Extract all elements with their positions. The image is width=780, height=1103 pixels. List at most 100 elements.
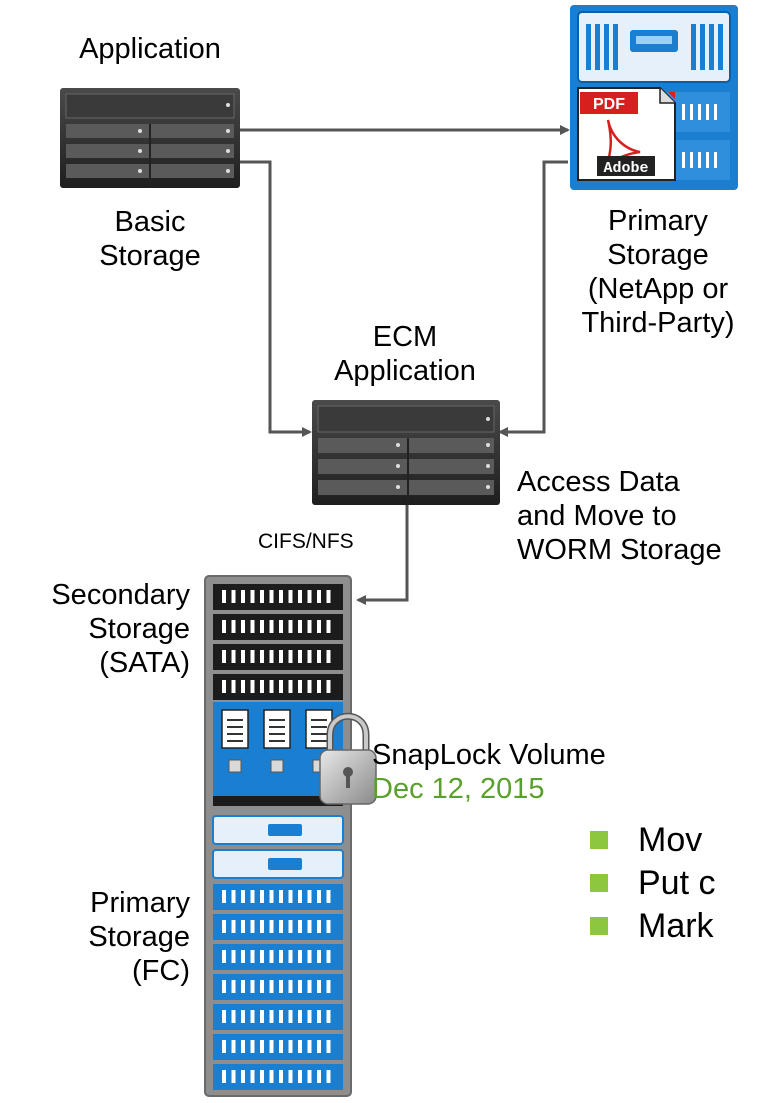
disk-slot <box>269 980 274 993</box>
disk-slot <box>269 590 274 603</box>
disk-slot <box>279 980 283 993</box>
disk-slot <box>241 950 245 963</box>
disk-slot <box>326 950 331 963</box>
disk-slot <box>279 890 283 903</box>
disk-slot <box>307 680 312 693</box>
disk-slot <box>241 680 245 693</box>
disk-slot <box>250 980 255 993</box>
label-snaplock-date: Dec 12, 2015 <box>372 773 545 805</box>
disk-slot <box>260 980 264 993</box>
disk-slot <box>222 1010 226 1023</box>
disk-slot <box>317 1010 321 1023</box>
disk-slot <box>269 680 274 693</box>
disk-slot <box>260 1040 264 1053</box>
disk-slot <box>288 650 293 663</box>
disk-slot <box>260 590 264 603</box>
disk-slot <box>241 620 245 633</box>
disk-slot <box>307 1010 312 1023</box>
label-primary-storage-bottom: Primary Storage (FC) <box>0 886 190 988</box>
padlock-icon <box>319 712 377 805</box>
label-basic-storage: Basic Storage <box>60 205 240 273</box>
disk-slot <box>250 1010 255 1023</box>
disk-slot <box>317 620 321 633</box>
disk-slot <box>260 680 264 693</box>
label-primary-storage-top: Primary Storage (NetApp or Third-Party) <box>540 204 776 340</box>
disk-slot <box>260 950 264 963</box>
disk-slot <box>269 920 274 933</box>
disk-slot <box>250 920 255 933</box>
disk-slot <box>307 1070 312 1083</box>
disk-slot <box>288 680 293 693</box>
disk-slot <box>326 980 331 993</box>
disk-slot <box>298 950 302 963</box>
disk-slot <box>279 1070 283 1083</box>
disk-slot <box>222 1040 226 1053</box>
disk-slot <box>231 890 236 903</box>
disk-slot <box>222 590 226 603</box>
label-cifs-nfs: CIFS/NFS <box>258 530 354 553</box>
disk-slot <box>288 890 293 903</box>
disk-slot <box>241 1070 245 1083</box>
disk-slot <box>307 620 312 633</box>
disk-slot <box>241 590 245 603</box>
label-secondary-line1: Secondary <box>51 579 190 611</box>
disk-slot <box>298 650 302 663</box>
ecm-server <box>312 400 500 505</box>
disk-slot <box>317 920 321 933</box>
pdf-badge-text: PDF <box>593 96 625 113</box>
arrow-ecm-to-secondary <box>356 505 409 605</box>
disk-slot <box>222 920 226 933</box>
disk-slot <box>250 890 255 903</box>
disk-slot <box>326 920 331 933</box>
label-access-data: Access Data and Move to WORM Storage <box>517 465 722 567</box>
disk-slot <box>298 980 302 993</box>
disk-slot <box>298 680 302 693</box>
disk-slot <box>279 650 283 663</box>
disk-slot <box>241 1040 245 1053</box>
disk-slot <box>231 620 236 633</box>
label-primary-top-line4: Third-Party) <box>581 307 735 339</box>
label-primary-top-line2: Storage <box>607 239 709 271</box>
disk-slot <box>231 680 236 693</box>
disk-slot <box>269 950 274 963</box>
disk-slot <box>307 950 312 963</box>
disk-slot <box>317 1070 321 1083</box>
disk-slot <box>288 1040 293 1053</box>
disk-slot <box>326 1010 331 1023</box>
disk-slot <box>269 890 274 903</box>
storage-rack <box>204 575 352 1097</box>
label-snaplock-volume: SnapLock Volume <box>372 739 606 771</box>
disk-slot <box>241 920 245 933</box>
disk-slot <box>222 620 226 633</box>
disk-slot <box>279 920 283 933</box>
connectors <box>240 125 570 605</box>
disk-slot <box>288 1070 293 1083</box>
disk-slot <box>326 650 331 663</box>
disk-slot <box>231 1040 236 1053</box>
disk-slot <box>317 590 321 603</box>
disk-slot <box>326 1070 331 1083</box>
disk-slot <box>222 680 226 693</box>
disk-slot <box>317 890 321 903</box>
label-secondary-storage: Secondary Storage (SATA) <box>0 578 190 680</box>
arrow-app-to-ecm <box>240 160 312 437</box>
disk-slot <box>250 1040 255 1053</box>
disk-slot <box>307 1040 312 1053</box>
disk-slot <box>260 920 264 933</box>
disk-slot <box>241 890 245 903</box>
bullet-marker <box>590 831 608 849</box>
label-secondary-line3: (SATA) <box>99 647 190 679</box>
disk-slot <box>307 650 312 663</box>
label-primary-bottom-line2: Storage <box>88 921 190 953</box>
disk-slot <box>279 680 283 693</box>
disk-slot <box>298 620 302 633</box>
disk-slot <box>298 1040 302 1053</box>
disk-slot <box>288 620 293 633</box>
disk-slot <box>231 1010 236 1023</box>
disk-slot <box>250 680 255 693</box>
disk-slot <box>288 950 293 963</box>
disk-slot <box>222 1070 226 1083</box>
disk-slot <box>222 980 226 993</box>
disk-slot <box>288 1010 293 1023</box>
